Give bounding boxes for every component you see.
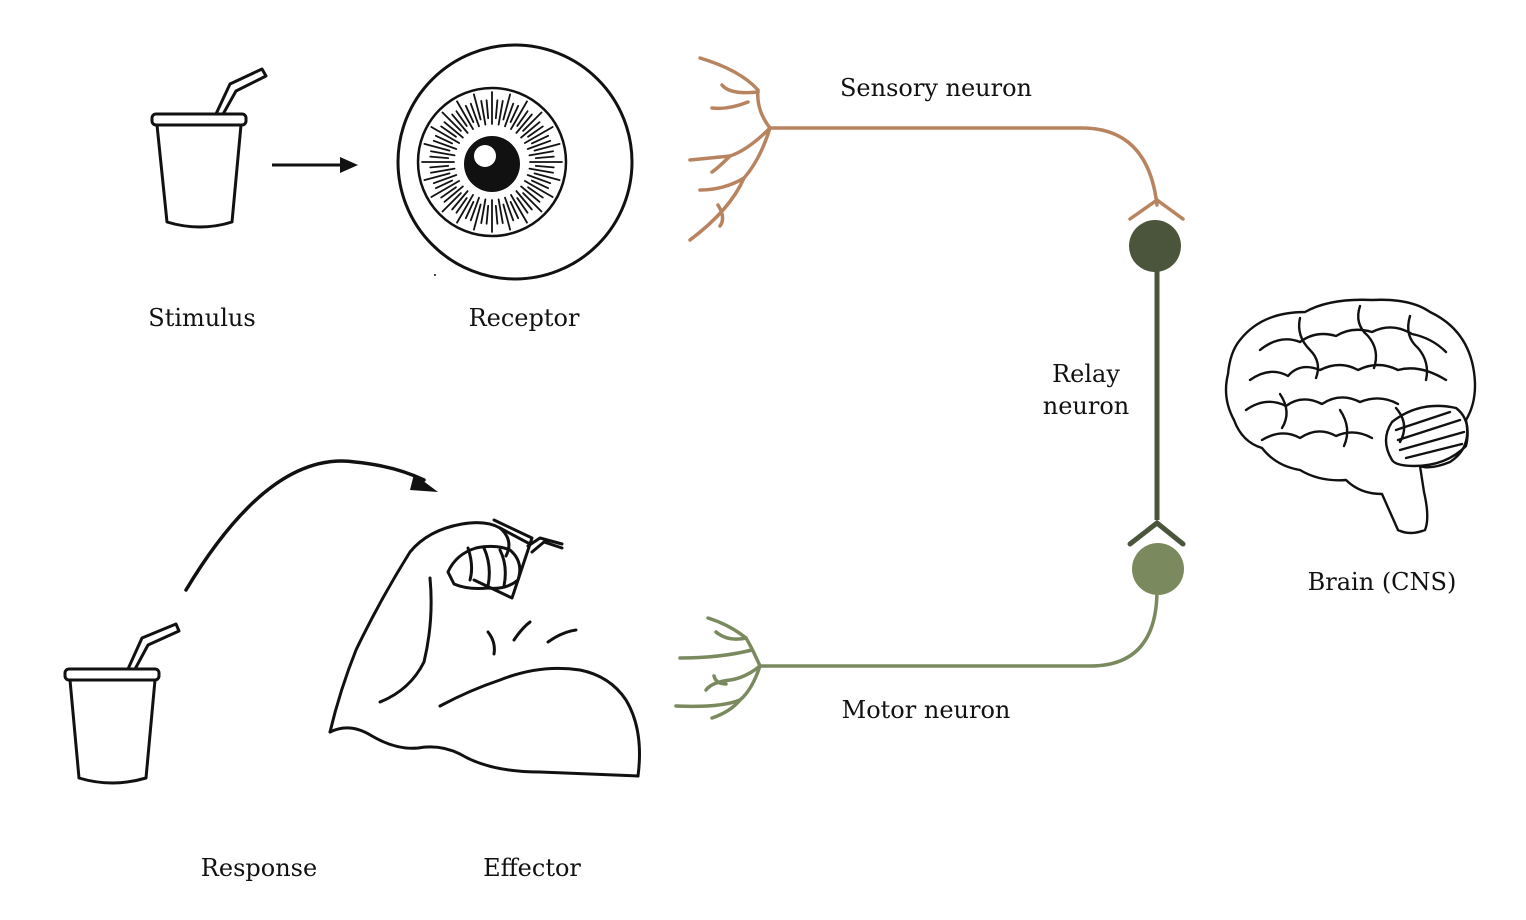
iris-ray [429,164,450,169]
iris-ray [451,113,469,134]
iris-ray [455,110,468,127]
iris-ray [443,185,464,203]
iris-ray [520,185,541,203]
iris-ray [430,180,460,198]
iris-ray [522,192,543,213]
iris-ray [464,200,475,220]
iris-ray [524,126,554,144]
iris-ray [534,164,555,169]
label-brain: Brain (CNS) [1308,568,1457,596]
iris-ray [423,142,451,152]
iris-ray [456,194,474,224]
label-sensory-neuron: Sensory neuron [840,74,1032,102]
iris-ray [443,121,464,139]
iris-ray [530,179,550,190]
iris-ray [530,134,550,145]
iris-ray [472,203,482,231]
iris-ray [510,194,528,224]
label-effector: Effector [483,854,581,882]
iris-ray [480,198,487,224]
iris-ray [430,150,456,157]
brain-icon [1224,298,1477,535]
iris-ray [533,142,561,152]
iris-ray [534,155,555,160]
iris-ray [441,111,462,132]
iris-ray [430,167,456,174]
iris-ray [515,113,533,134]
iris-ray [440,125,457,138]
sensory-neuron [688,56,1185,242]
iris-ray [526,174,552,185]
iris-ray [423,172,451,182]
iris-ray [509,200,520,220]
iris-ray [527,125,544,138]
label-stimulus: Stimulus [148,304,255,332]
motor-neuron [674,543,1184,720]
iris-ray [516,110,529,127]
response-arrow-icon [184,459,438,592]
iris-ray [526,139,552,150]
iris-ray [502,93,512,121]
iris-ray [515,190,533,211]
iris-ray [516,197,529,214]
label-receptor: Receptor [469,304,580,332]
iris-ray [469,102,480,128]
label-relay-neuron-line2: neuron [1043,392,1130,420]
iris-ray [469,196,480,222]
label-relay-neuron-line1: Relay [1052,360,1120,388]
relay-neuron [1127,220,1186,547]
iris-ray [432,174,458,185]
iris-ray [504,102,515,128]
iris-ray [485,204,490,225]
iris-ray [434,179,454,190]
iris-ray [494,204,499,225]
iris-ray [440,186,457,199]
iris-ray [504,196,515,222]
iris-ray [455,197,468,214]
iris-ray [434,134,454,145]
stimulus-arrow-icon [272,157,358,173]
iris-ray [533,172,561,182]
eye-icon [396,43,634,281]
response-cup-icon [63,622,181,785]
stimulus-cup-icon [150,67,268,229]
iris-ray [502,203,512,231]
iris-ray [464,104,475,124]
flexed-arm-icon [328,518,641,778]
iris-ray [528,167,554,174]
iris-ray [456,100,474,130]
iris-ray [451,190,469,211]
iris-ray [524,180,554,198]
iris-ray [429,155,450,160]
iris-ray [528,150,554,157]
iris-ray [509,104,520,124]
iris-ray [527,186,544,199]
label-motor-neuron: Motor neuron [842,696,1011,724]
iris-ray [510,100,528,130]
iris-ray [522,111,543,132]
iris-ray [441,192,462,213]
iris-ray [494,99,499,120]
iris-ray [497,100,504,126]
iris-ray [485,99,490,120]
iris-ray [520,121,541,139]
iris-ray [472,93,482,121]
iris-ray [497,198,504,224]
iris-ray [432,139,458,150]
label-response: Response [201,854,317,882]
iris-ray [430,126,460,144]
iris-ray [480,100,487,126]
